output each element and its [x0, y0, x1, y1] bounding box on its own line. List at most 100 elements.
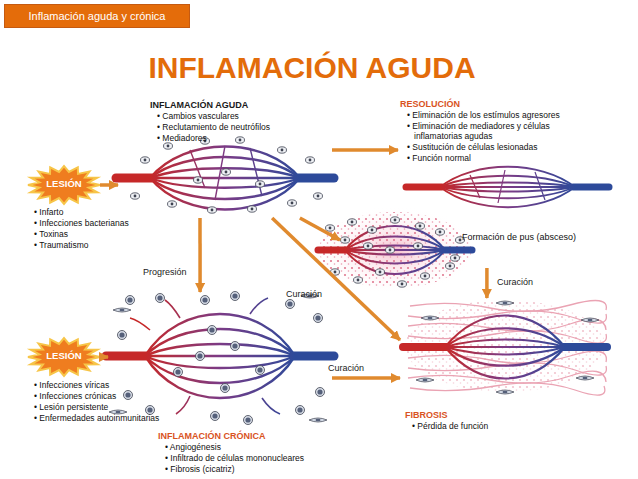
edge-label: Curación	[286, 289, 322, 299]
illustration-part	[496, 390, 514, 394]
node-heading: RESOLUCIÓN	[400, 99, 610, 109]
illustration-part	[408, 331, 606, 343]
bullet-item: • Sustitución de células lesionadas	[407, 142, 612, 152]
bullet-item: • Angiogénesis	[165, 442, 340, 452]
burst-label: LESIÓN	[28, 351, 100, 361]
illustration-part	[131, 193, 140, 199]
illustration-part	[194, 177, 203, 183]
illustration-part	[345, 250, 445, 255]
illustration-part	[364, 243, 373, 249]
illustration-part	[440, 176, 575, 187]
illustration-part	[416, 223, 425, 229]
illustration-part	[318, 247, 348, 254]
illustration-part	[442, 247, 472, 254]
edge-label: Curación	[328, 363, 364, 373]
illustration-part	[408, 351, 606, 363]
illustration-part	[150, 157, 300, 178]
illustration-part	[145, 356, 295, 368]
illustration-part	[236, 137, 245, 143]
illustration-part	[222, 169, 231, 175]
burst-outline	[28, 338, 100, 376]
illustration-part	[440, 167, 575, 187]
illustration-part	[410, 301, 606, 312]
illustration-part	[348, 219, 357, 225]
bullet-item: • Lesión persistente	[34, 402, 174, 412]
illustration-part	[208, 326, 217, 335]
illustration-part	[345, 246, 445, 251]
illustration-part	[314, 193, 323, 199]
illustration-part	[326, 225, 335, 231]
flow-arrow	[332, 376, 400, 380]
flow-arrow	[332, 148, 398, 152]
illustration-part	[440, 186, 575, 188]
edge-label: Progresión	[143, 267, 187, 277]
illustration-part	[113, 308, 131, 312]
illustration-part	[256, 366, 265, 375]
illustration-part	[145, 355, 295, 357]
illustration-part	[145, 314, 295, 356]
illustration-part	[345, 226, 445, 274]
edge-label: Curación	[497, 277, 533, 287]
illustration-part	[296, 406, 305, 415]
illustration-part	[124, 391, 133, 400]
illustration-part	[354, 277, 363, 283]
illustration-part	[440, 187, 575, 192]
flow-arrow	[198, 218, 202, 292]
illustration-part	[150, 168, 300, 178]
burst-label: LESIÓN	[28, 179, 100, 189]
illustration-part	[309, 418, 327, 422]
illustration-part	[298, 174, 334, 183]
node-heading: INFLAMACIÓN AGUDA	[150, 100, 330, 110]
illustration-part	[231, 292, 240, 301]
illustration-part	[470, 170, 545, 203]
illustration-part	[345, 249, 445, 251]
illustration-part	[563, 343, 607, 351]
illustration-part	[496, 301, 514, 305]
abscess	[313, 206, 477, 294]
illustration-part	[278, 147, 287, 153]
acute-vessels	[116, 137, 334, 213]
illustration-part	[306, 157, 315, 163]
illustration-part	[345, 226, 445, 250]
bullet-item: • Enfermedades autoinmunitarias	[34, 413, 174, 423]
illustration-part	[256, 181, 265, 187]
illustration-part	[345, 237, 445, 251]
illustration-part	[116, 174, 152, 183]
node-caption: Formación de pus (absceso)	[462, 232, 607, 242]
illustration-part	[145, 344, 295, 356]
illustration-part	[573, 184, 609, 191]
illustration-part	[406, 184, 442, 191]
illustration-part	[130, 298, 295, 414]
bullet-item: • Infarto	[34, 207, 164, 217]
illustration-part	[174, 368, 183, 377]
illustration-part	[345, 250, 445, 264]
illustration-part	[445, 328, 565, 347]
bullet-item: • Pérdida de función	[412, 421, 612, 431]
illustration-part	[408, 319, 606, 331]
illustration-part	[445, 340, 565, 348]
bullet-item: • Toxinas	[34, 229, 164, 239]
illustration-part	[211, 412, 220, 421]
flow-arrow	[485, 268, 489, 298]
bullet-item: • Traumatismo	[34, 240, 164, 250]
flow-arrow	[300, 218, 340, 240]
illustration-part	[416, 378, 434, 382]
illustration-part	[130, 298, 280, 414]
illustration-part	[150, 178, 300, 210]
illustration-part	[164, 143, 173, 149]
illustration-part	[451, 255, 460, 261]
illustration-part	[410, 383, 605, 395]
illustration-part	[141, 157, 150, 163]
flow-arrow	[100, 183, 118, 187]
illustration-part	[440, 187, 575, 198]
illustration-part	[445, 316, 565, 379]
bullet-item: • Infecciones víricas	[34, 380, 174, 390]
illustration-part	[440, 167, 575, 208]
illustration-part	[440, 183, 575, 188]
illustration-part	[248, 206, 257, 212]
illustration-part	[319, 212, 471, 288]
illustration-part	[196, 352, 205, 361]
flow-arrow	[100, 355, 108, 359]
